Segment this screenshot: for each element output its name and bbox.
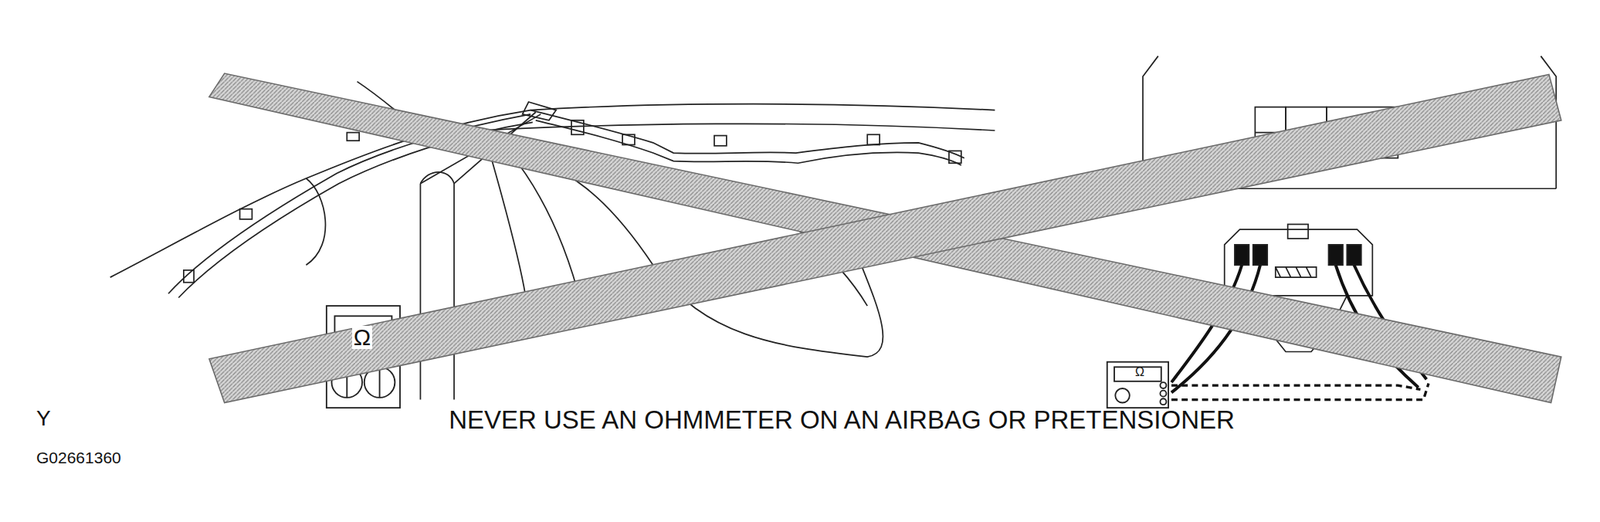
ohm-symbol: Ω [1135,366,1145,379]
view-letter: Y [36,407,51,430]
test-lead-dashed [1171,383,1429,400]
figure-code: G02661360 [36,449,122,466]
ohmmeter-icon [1107,362,1169,408]
prohibition-cross [209,73,1562,403]
ohm-symbol: Ω [352,325,373,350]
warning-note: NEVER USE AN OHMMETER ON AN AIRBAG OR PR… [448,406,1235,433]
